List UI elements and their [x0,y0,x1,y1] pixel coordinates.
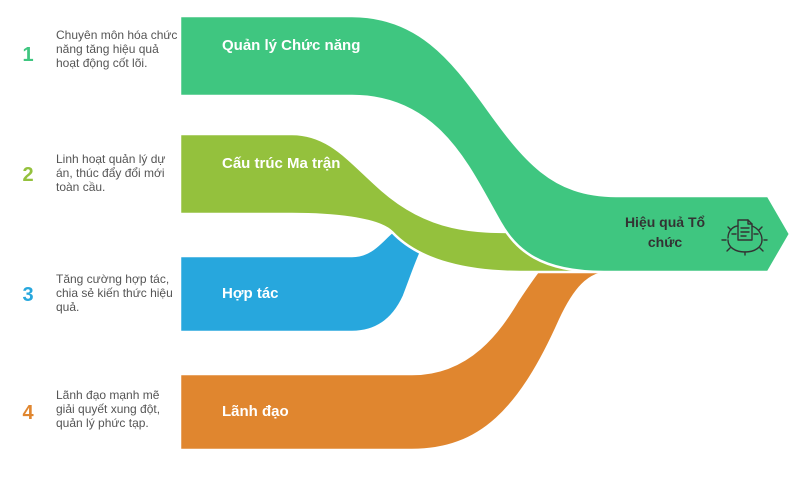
result-label: Hiệu quả Tổ chức [624,214,706,250]
item-description-4: Lãnh đạo mạnh mẽ giải quyết xung đột, qu… [56,388,161,430]
item-number-3: 3 [22,284,34,306]
item-description-2: Linh hoạt quản lý dự án, thúc đẩy đổi mớ… [56,152,166,194]
item-label-2: Cấu trúc Ma trận [222,155,341,172]
item-number-1: 1 [22,44,34,66]
item-number-2: 2 [22,164,34,186]
item-number-4: 4 [22,402,34,424]
band-functional [178,14,792,274]
gear-document-icon [721,219,768,256]
item-description-3: Tăng cường hợp tác, chia sẻ kiến thức hi… [56,272,173,314]
item-label-4: Lãnh đạo [222,403,289,420]
band-cooperation [178,230,435,334]
item-description-1: Chuyên môn hóa chức năng tăng hiệu quả h… [56,28,178,70]
item-label-3: Hợp tác [222,285,279,302]
item-label-1: Quản lý Chức năng [222,37,361,54]
